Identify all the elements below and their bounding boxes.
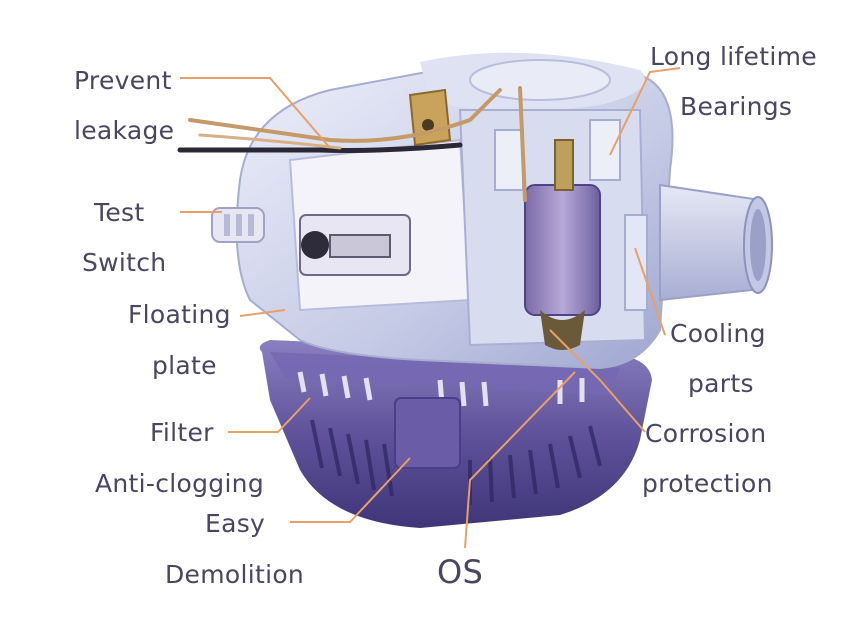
wires	[177, 86, 527, 202]
leader-lines	[180, 67, 681, 549]
pump-housing	[235, 52, 674, 370]
leader-os	[464, 371, 576, 549]
label-anti-clogging: Anti-clogging	[95, 469, 264, 498]
label-bearings: Bearings	[680, 92, 793, 121]
label-test: Test	[94, 198, 145, 227]
leader-prevent-leakage	[180, 77, 331, 149]
label-long-lifetime: Long lifetime	[650, 42, 817, 71]
leader-cooling	[634, 247, 666, 336]
label-os: OS	[437, 553, 484, 591]
leader-easy-demolition	[290, 457, 411, 523]
label-prevent: Prevent	[74, 66, 172, 95]
label-plate: plate	[152, 351, 217, 380]
leader-long-lifetime	[609, 67, 681, 156]
label-easy: Easy	[205, 509, 266, 538]
label-protection: protection	[642, 469, 773, 498]
label-cooling: Cooling	[670, 319, 766, 348]
label-leakage: leakage	[74, 116, 175, 145]
leader-corrosion	[549, 329, 646, 433]
label-floating: Floating	[128, 300, 231, 329]
leader-floating-plate	[239, 309, 286, 317]
label-corrosion: Corrosion	[645, 419, 767, 448]
leader-filter	[228, 397, 311, 433]
outlet-pipe	[659, 183, 773, 302]
label-switch: Switch	[82, 248, 167, 277]
label-filter: Filter	[150, 418, 214, 447]
label-parts: parts	[688, 369, 754, 398]
test-switch-knob	[211, 207, 265, 243]
filter-base	[259, 340, 652, 528]
label-demolition: Demolition	[165, 560, 305, 589]
